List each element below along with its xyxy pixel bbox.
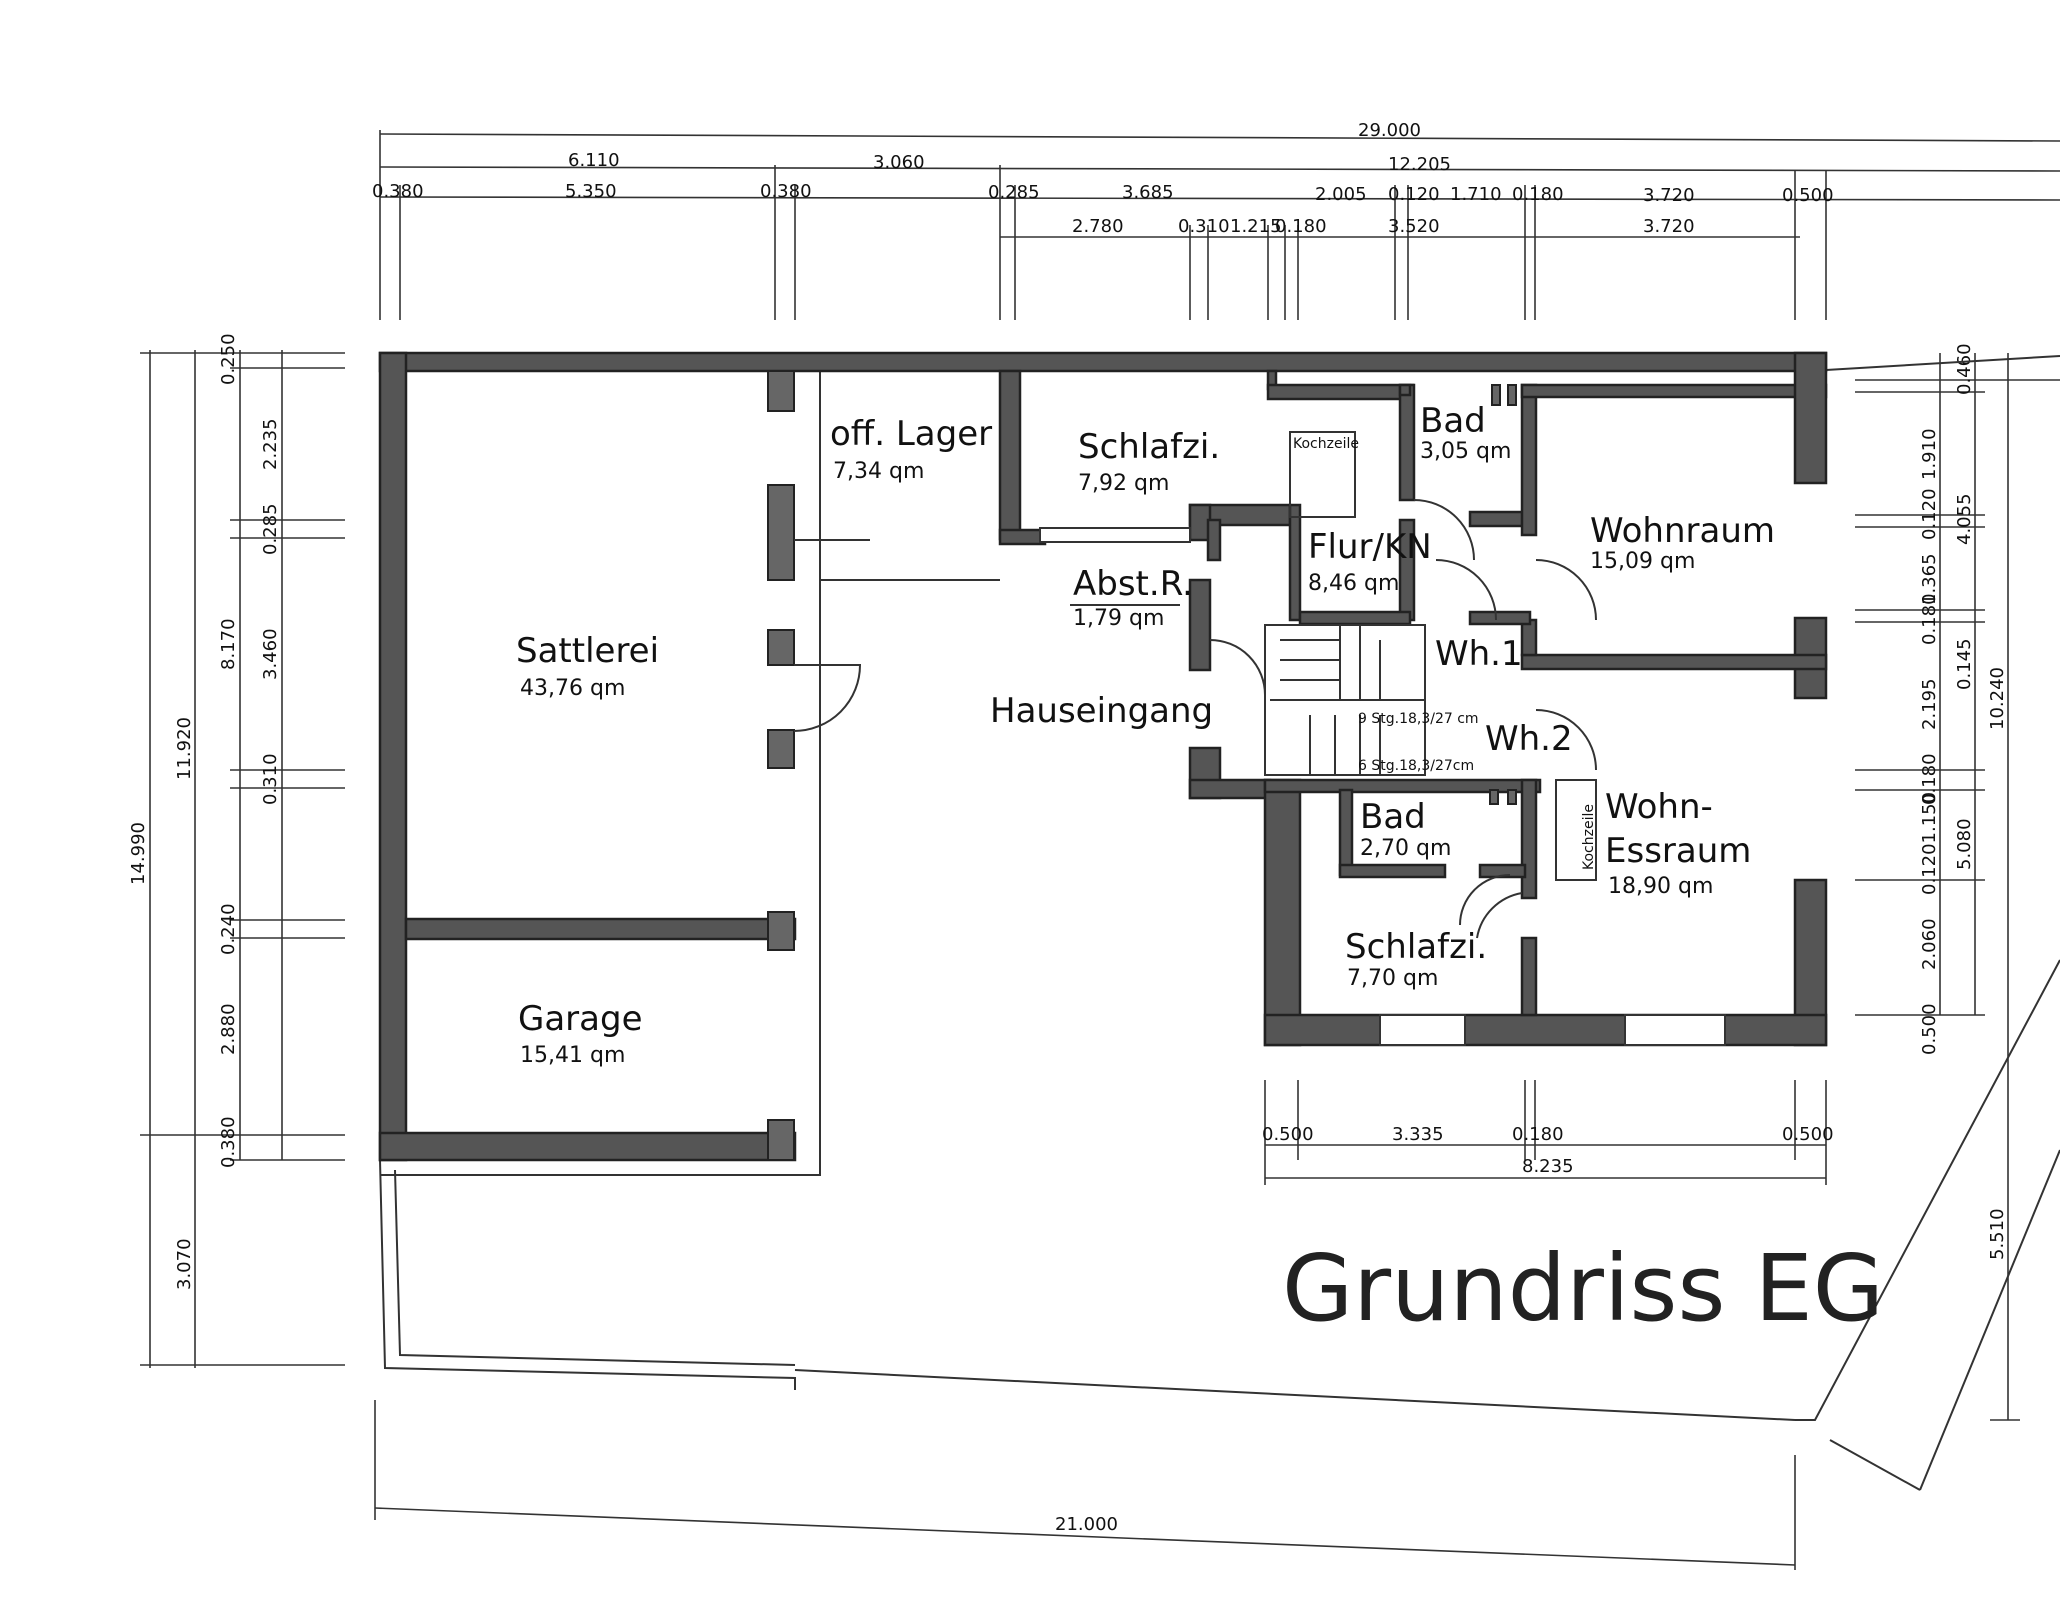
dim-8170: 8.170 (218, 618, 239, 670)
dim-0310: 0.310 (1178, 216, 1230, 237)
dim-0285-left: 0.285 (260, 503, 281, 555)
dim-10240: 10.240 (1987, 667, 2008, 730)
dim-0500-bottom-a: 0.500 (1262, 1124, 1314, 1145)
dim-3720-a: 3.720 (1643, 185, 1695, 206)
dim-3070: 3.070 (174, 1238, 195, 1290)
room-bad2-name: Bad (1360, 797, 1426, 837)
dim-2195: 2.195 (1919, 678, 1940, 730)
dim-1365: 1.365 (1919, 553, 1940, 605)
stairs-label-1: 9 Stg.18,3/27 cm (1358, 711, 1479, 727)
room-schlafzi1-name: Schlafzi. (1078, 427, 1220, 467)
dim-2060: 2.060 (1919, 918, 1940, 970)
room-wohnessraum-area: 18,90 qm (1608, 874, 1713, 899)
dim-0120: 0.120 (1388, 184, 1440, 205)
dim-1215: 1.215 (1230, 216, 1282, 237)
dim-1150: 0.1201.150 (1919, 792, 1940, 895)
room-schlafzi2-name: Schlafzi. (1345, 927, 1487, 967)
dim-2235: 2.235 (260, 418, 281, 470)
room-lager-name: off. Lager (830, 414, 992, 454)
dim-0180-b: 0.180 (1275, 216, 1327, 237)
dim-4055: 4.055 (1954, 493, 1975, 545)
room-garage-area: 15,41 qm (520, 1043, 625, 1068)
room-bad1-area: 3,05 qm (1420, 439, 1511, 464)
dim-0380-b: 0.380 (760, 181, 812, 202)
room-wohnraum-name: Wohnraum (1590, 511, 1775, 551)
dim-11920: 11.920 (174, 717, 195, 780)
room-flur-area: 8,46 qm (1308, 571, 1399, 596)
dim-3720-b: 3.720 (1643, 216, 1695, 237)
dim-2005: 2.005 (1315, 184, 1367, 205)
dim-1910: 1.910 (1919, 428, 1940, 480)
right-dimensions: 10.240 5.510 4.055 5.080 0.460 1.910 0.1… (1855, 343, 2060, 1421)
dim-0500: 0.500 (1782, 185, 1834, 206)
dim-0180: 0.180 (1512, 184, 1564, 205)
room-garage-name: Garage (518, 999, 643, 1039)
dim-5350: 5.350 (565, 181, 617, 202)
room-bad2-area: 2,70 qm (1360, 836, 1451, 861)
dim-0120-right: 0.120 (1919, 488, 1940, 540)
label-wh1: Wh.1 (1435, 634, 1523, 674)
room-wohnessraum-name-2: Essraum (1605, 831, 1751, 871)
dim-3460: 3.460 (260, 628, 281, 680)
room-schlafzi1-area: 7,92 qm (1078, 471, 1169, 496)
bottom-dimensions: 0.500 3.335 0.180 0.500 8.235 21.000 (374, 1080, 1834, 1570)
kitchenettes: Kochzeile Kochzeile (1289, 431, 1597, 881)
dim-0145: 0.145 (1954, 638, 1975, 690)
room-lager-area: 7,34 qm (833, 459, 924, 484)
dim-0500-right: 0.500 (1919, 1003, 1940, 1055)
dim-0285: 0.285 (988, 182, 1040, 203)
room-sattlerei-area: 43,76 qm (520, 676, 625, 701)
dim-2880: 2.880 (218, 1003, 239, 1055)
dim-seg-12205: 12.205 (1388, 154, 1451, 175)
left-dimensions: 14.990 11.920 3.070 8.170 2.880 0.250 2.… (128, 333, 345, 1368)
walls (378, 351, 1828, 1162)
dim-0180-right-a: 0.180 (1919, 593, 1940, 645)
dim-0310-left: 0.310 (260, 753, 281, 805)
room-abstr-area: 1,79 qm (1073, 606, 1164, 631)
room-wohnraum-area: 15,09 qm (1590, 549, 1695, 574)
room-labels: Sattlerei 43,76 qm Garage 15,41 qm off. … (516, 401, 1775, 1068)
dim-0460: 0.460 (1954, 343, 1975, 395)
label-hauseingang: Hauseingang (990, 691, 1213, 731)
label-wh2: Wh.2 (1485, 719, 1573, 759)
room-abstr-name: Abst.R. (1073, 564, 1193, 604)
site-outline (379, 355, 2060, 1491)
dim-5510: 5.510 (1987, 1208, 2008, 1260)
dim-3335: 3.335 (1392, 1124, 1444, 1145)
dim-8235: 8.235 (1522, 1156, 1574, 1177)
dim-0500-bottom-b: 0.500 (1782, 1124, 1834, 1145)
top-dimensions: 29.000 6.110 3.060 12.205 0.380 5.350 0.… (372, 120, 2060, 320)
staircase: 9 Stg.18,3/27 cm 6 Stg.18,3/27cm (1264, 624, 1479, 776)
room-bad1-name: Bad (1420, 401, 1486, 441)
dim-seg-6110: 6.110 (568, 150, 620, 171)
dim-21000: 21.000 (1055, 1514, 1118, 1535)
stairs-label-2: 6 Stg.18,3/27cm (1358, 758, 1474, 774)
dim-3685: 3.685 (1122, 182, 1174, 203)
room-sattlerei-name: Sattlerei (516, 631, 659, 671)
room-wohnessraum-name-1: Wohn- (1605, 787, 1713, 827)
dim-2780: 2.780 (1072, 216, 1124, 237)
dim-0180-right-b: 0.180 (1919, 753, 1940, 805)
dim-0240: 0.240 (218, 903, 239, 955)
dim-0380-left: 0.380 (218, 1116, 239, 1168)
dim-5080: 5.080 (1954, 818, 1975, 870)
dim-0250: 0.250 (218, 333, 239, 385)
plan-title: Grundriss EG (1282, 1235, 1884, 1342)
room-flur-name: Flur/KN (1308, 527, 1432, 567)
room-schlafzi2-area: 7,70 qm (1347, 966, 1438, 991)
dim-0180-bottom: 0.180 (1512, 1124, 1564, 1145)
dim-3520: 3.520 (1388, 216, 1440, 237)
kochzeile-label-2: Kochzeile (1581, 804, 1597, 870)
dim-1710: 1.710 (1450, 184, 1502, 205)
kochzeile-label-1: Kochzeile (1293, 436, 1359, 452)
dim-14990: 14.990 (128, 822, 149, 885)
doors (793, 499, 1597, 939)
dim-0380-a: 0.380 (372, 181, 424, 202)
dim-seg-3060: 3.060 (873, 152, 925, 173)
dim-overall-width: 29.000 (1358, 120, 1421, 141)
